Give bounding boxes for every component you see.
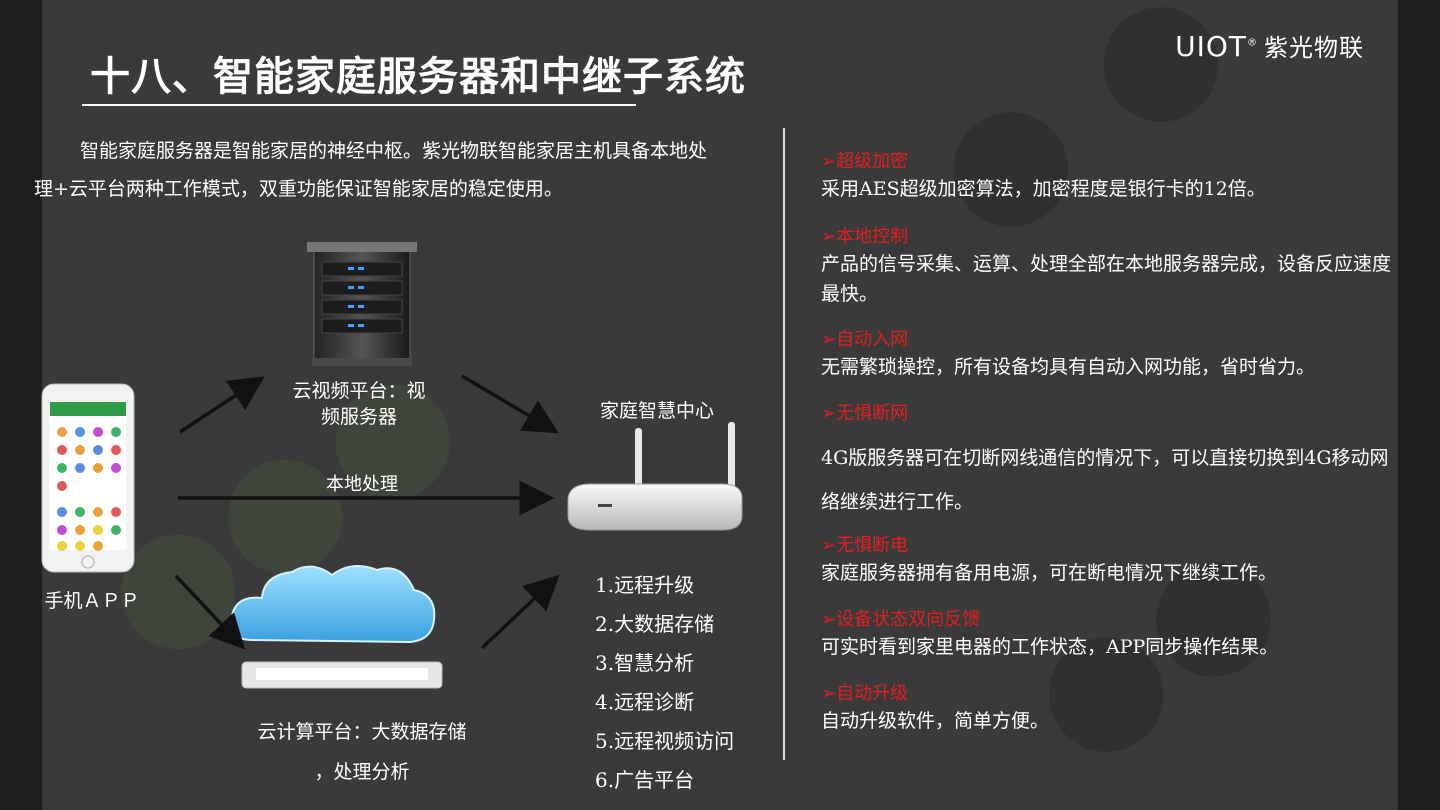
home-center-label: 家庭智慧中心 — [599, 400, 714, 422]
logo-text: UIOT — [1175, 30, 1247, 63]
feature-title: ➢自动入网 — [821, 329, 909, 350]
service-item: 6.广告平台 — [595, 768, 695, 792]
flow-arrows — [174, 374, 560, 650]
service-item: 1.远程升级 — [595, 573, 695, 597]
server-icon — [307, 242, 417, 366]
feature-desc: 采用AES超级加密算法，加密程度是银行卡的12倍。 — [821, 178, 1266, 200]
cloud-compute-label-line1: 云计算平台：大数据存储 — [257, 721, 467, 743]
feature-desc: 家庭服务器拥有备用电源，可在断电情况下继续工作。 — [821, 562, 1278, 584]
service-item: 5.远程视频访问 — [595, 729, 735, 753]
feature-title: ➢本地控制 — [821, 226, 909, 247]
cloud-video-label-line1: 云视频平台：视 — [292, 380, 426, 402]
feature-title: ➢自动升级 — [821, 683, 909, 704]
local-processing-label: 本地处理 — [326, 474, 398, 495]
logo-mark: ® — [1247, 37, 1258, 49]
service-item: 3.智慧分析 — [595, 651, 695, 675]
architecture-diagram — [41, 242, 743, 689]
intro-paragraph: 智能家庭服务器是智能家居的神经中枢。紫光物联智能家居主机具备本地处理+云平台两种… — [34, 140, 708, 200]
cloud-video-label-line2: 频服务器 — [320, 406, 397, 428]
title-underline — [82, 104, 636, 106]
feature-desc: 4G版服务器可在切断网线通信的情况下，可以直接切换到4G移动网络继续进行工作。 — [821, 447, 1389, 513]
feature-title: ➢无惧断网 — [821, 403, 909, 424]
feature-title: ➢无惧断电 — [821, 535, 909, 556]
router-icon — [567, 422, 743, 531]
feature-title: ➢设备状态双向反馈 — [821, 609, 981, 630]
brand-logo: UIOT® 紫光物联 — [1175, 28, 1364, 63]
feature-desc: 产品的信号采集、运算、处理全部在本地服务器完成，设备反应速度最快。 — [821, 253, 1392, 305]
feature-title: ➢超级加密 — [821, 151, 909, 172]
feature-desc: 可实时看到家里电器的工作状态，APP同步操作结果。 — [821, 636, 1279, 658]
features-panel: ➢超级加密 采用AES超级加密算法，加密程度是银行卡的12倍。 ➢本地控制 产品… — [821, 0, 1398, 810]
slide: ● ● ●●● ●● 十八、智能家庭服务器和中继子系统 UIOT®紫光物联 智能… — [34, 0, 1398, 810]
cloud-computing-icon — [230, 565, 443, 689]
cloud-video-label: 云视频平台：视 频服务器 — [264, 378, 454, 430]
phone-app-label: 手机ＡＰＰ — [44, 590, 140, 612]
cloud-compute-label: 云计算平台：大数据存储 ，处理分析 — [232, 712, 492, 792]
slide-title: 十八、智能家庭服务器和中继子系统 — [90, 54, 746, 100]
cloud-compute-label-line2: ，处理分析 — [314, 761, 410, 783]
column-divider — [783, 128, 785, 760]
service-item: 4.远程诊断 — [595, 690, 695, 714]
feature-desc: 无需繁琐操控，所有设备均具有自动入网功能，省时省力。 — [821, 356, 1316, 378]
services-list: 1.远程升级 2.大数据存储 3.智慧分析 4.远程诊断 5.远程视频访问 6.… — [595, 568, 734, 802]
phone-icon — [41, 383, 135, 573]
feature-desc: 自动升级软件，简单方便。 — [821, 710, 1050, 732]
logo-cn: 紫光物联 — [1264, 34, 1364, 62]
service-item: 2.大数据存储 — [595, 612, 715, 636]
